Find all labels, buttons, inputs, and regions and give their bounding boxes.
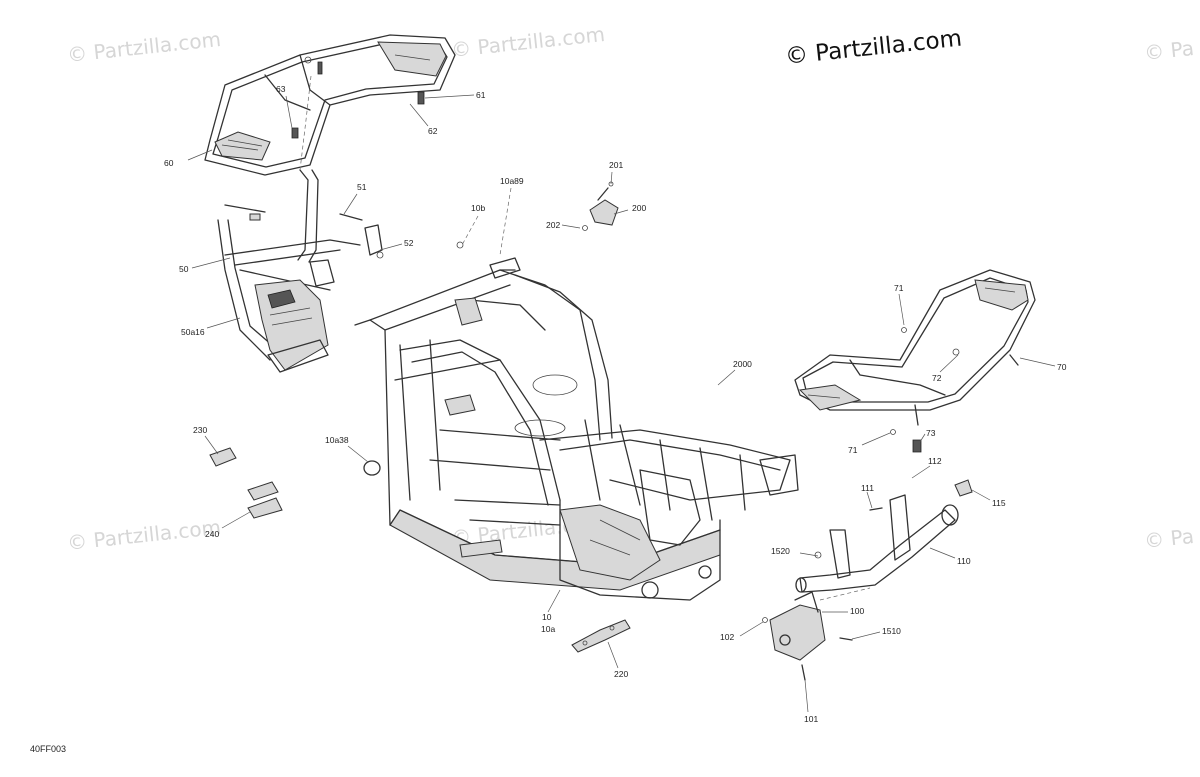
callout-102: 102 — [720, 632, 734, 642]
callout-1520: 1520 — [771, 546, 790, 556]
callout-220: 220 — [614, 669, 628, 679]
callout-labels: 63 61 62 60 51 52 50 50a16 201 10a89 200… — [164, 84, 1067, 724]
callout-63: 63 — [276, 84, 286, 94]
callout-101: 101 — [804, 714, 818, 724]
bracket-100-drawing — [762, 591, 853, 681]
front-bumper-drawing — [795, 479, 973, 593]
leader-lines — [187, 75, 1056, 713]
callout-51: 51 — [357, 182, 367, 192]
callout-50a16: 50a16 — [181, 327, 205, 337]
callout-50: 50 — [179, 264, 189, 274]
callout-240: 240 — [205, 529, 219, 539]
callout-73: 73 — [926, 428, 936, 438]
front-rack-drawing — [794, 269, 1036, 453]
watermark-top-right: © Pa — [1143, 36, 1195, 65]
callout-10a89: 10a89 — [500, 176, 524, 186]
watermark-bottom-left: © Partzilla.com — [66, 515, 222, 555]
callout-60: 60 — [164, 158, 174, 168]
callout-61: 61 — [476, 90, 486, 100]
callout-52: 52 — [404, 238, 414, 248]
rear-rack-drawing — [204, 34, 456, 373]
callout-10a: 10a — [541, 624, 555, 634]
callout-200: 200 — [632, 203, 646, 213]
callout-71-top: 71 — [894, 283, 904, 293]
callout-230: 230 — [193, 425, 207, 435]
callout-100: 100 — [850, 606, 864, 616]
callout-115: 115 — [992, 498, 1006, 508]
callout-111: 111 — [861, 483, 874, 493]
callout-2000: 2000 — [733, 359, 752, 369]
grommet-10a38 — [363, 460, 381, 476]
watermark-main: © Partzilla.com — [784, 26, 963, 70]
watermark-top-left: © Partzilla.com — [66, 27, 222, 67]
callout-1510: 1510 — [882, 626, 901, 636]
main-frame-drawing — [354, 241, 799, 601]
callout-10: 10 — [542, 612, 552, 622]
callout-112: 112 — [928, 456, 942, 466]
callout-10a38: 10a38 — [325, 435, 349, 445]
callout-72: 72 — [932, 373, 942, 383]
callout-202: 202 — [546, 220, 560, 230]
callout-110: 110 — [957, 556, 971, 566]
callout-62: 62 — [428, 126, 438, 136]
figure-id: 40FF003 — [30, 744, 66, 754]
callout-10b: 10b — [471, 203, 485, 213]
callout-70: 70 — [1057, 362, 1067, 372]
callout-71-bottom: 71 — [848, 445, 858, 455]
reflectors-drawing — [209, 447, 381, 519]
watermark-bottom-right: © Pa — [1143, 524, 1195, 553]
callout-201: 201 — [609, 160, 623, 170]
bracket-220-drawing — [571, 619, 631, 653]
bracket-200-drawing — [582, 181, 619, 231]
watermark-top-center: © Partzilla.com — [450, 22, 606, 62]
